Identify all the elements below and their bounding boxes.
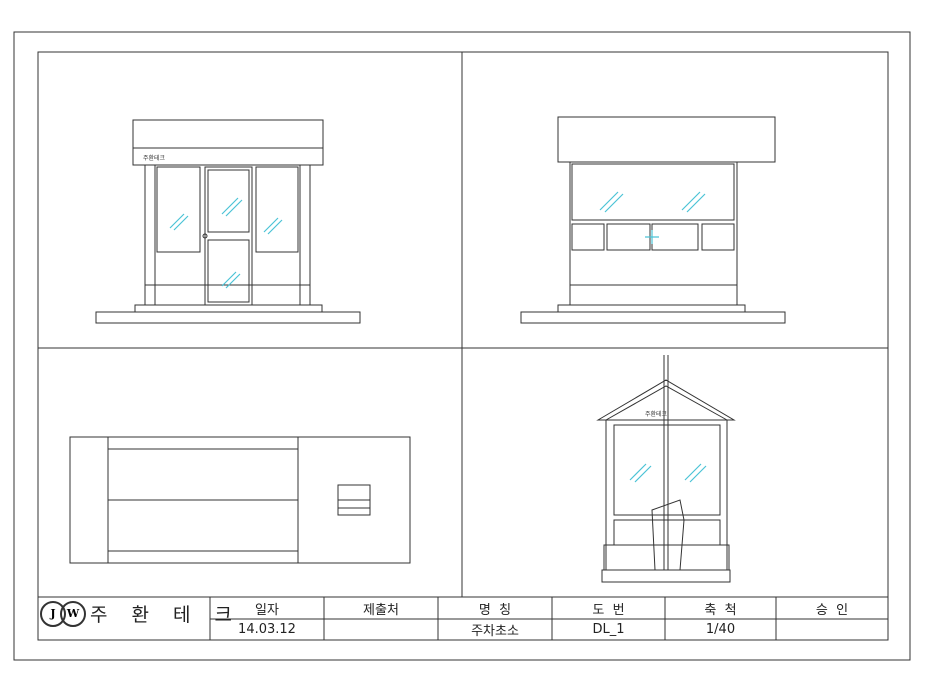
header-title: 명 칭 (478, 602, 512, 618)
front-sign: 주환테크 (143, 155, 166, 162)
company-logo: J W 주 환 테 크 (40, 600, 241, 627)
front-elevation (95, 119, 361, 324)
rear-elevation (596, 355, 736, 583)
outer-border (13, 31, 911, 661)
company-name: 주 환 테 크 (90, 604, 242, 626)
header-drawing-no: 도 번 (592, 602, 625, 618)
header-date: 일자 (255, 602, 279, 618)
plan-view (69, 436, 411, 564)
value-drawing-no: DL_1 (592, 622, 625, 637)
value-recipient (324, 619, 438, 640)
title-block-grid (38, 596, 888, 640)
value-approval (776, 619, 888, 640)
logo-letter-w: W (60, 600, 86, 627)
side-elevation (520, 116, 786, 324)
value-date: 14.03.12 (238, 622, 296, 637)
header-approval: 승 인 (815, 602, 849, 618)
header-scale: 축 척 (704, 602, 737, 618)
value-title: 주차초소 (471, 624, 519, 639)
header-recipient: 제출처 (363, 602, 399, 618)
value-scale: 1/40 (705, 622, 736, 637)
rear-sign: 주환테크 (645, 411, 668, 418)
inner-frame (37, 51, 889, 641)
